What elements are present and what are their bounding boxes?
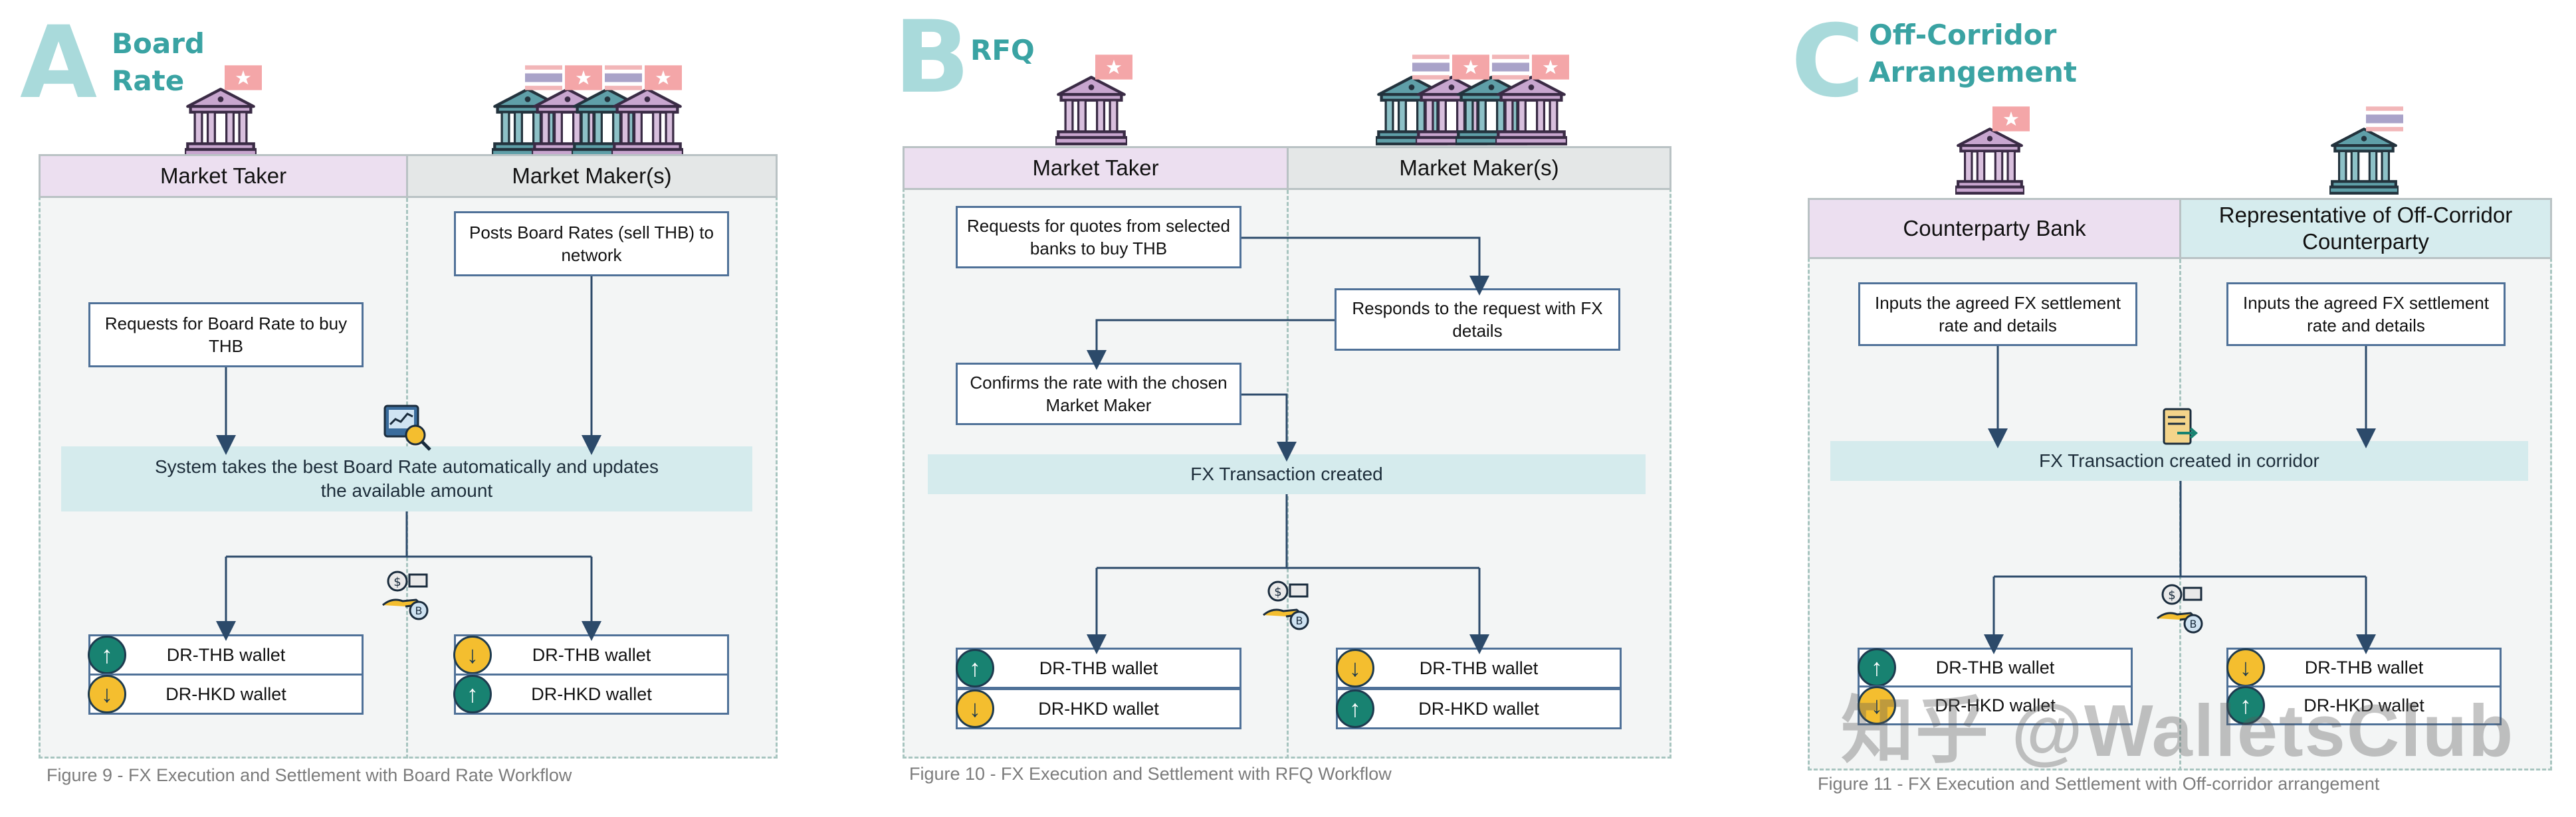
step-request-board-rate: Requests for Board Rate to buy THB (88, 302, 364, 367)
arrow-down-circle-icon: ↓ (1336, 649, 1374, 687)
header-off-corridor-representative: Representative of Off-Corridor Counterpa… (2179, 198, 2552, 259)
panel-title: Board Rate (112, 27, 205, 97)
header-market-makers: Market Maker(s) (406, 154, 778, 198)
arrow-down-circle-icon: ↓ (453, 636, 492, 674)
header-market-taker: Market Taker (39, 154, 408, 198)
arrow-up-circle-icon: ↑ (1336, 689, 1374, 728)
magnifier-analytics-icon (383, 405, 431, 451)
system-band: System takes the best Board Rate automat… (61, 446, 752, 511)
wallet-bank-hkd: DR-HKD wallet (1858, 685, 2133, 725)
arrow-up-circle-icon: ↑ (956, 649, 994, 687)
arrow-up-circle-icon: ↑ (453, 675, 492, 713)
panel-letter: C (1791, 4, 1865, 120)
header-counterparty-bank: Counterparty Bank (1808, 198, 2181, 259)
arrow-up-circle-icon: ↑ (88, 636, 126, 674)
panel-title: RFQ (970, 34, 1035, 66)
arrow-down-circle-icon: ↓ (88, 675, 126, 713)
panel-title: Off-Corridor Arrangement (1869, 19, 2077, 88)
document-exchange-icon (2163, 408, 2199, 445)
svg-text:$: $ (393, 575, 401, 589)
wallet-maker-hkd: DR-HKD wallet (1336, 688, 1622, 729)
hand-coins-settlement-icon: $ B (382, 571, 429, 620)
step-confirm-rate: Confirms the rate with the chosen Market… (956, 363, 1241, 425)
step-respond-fx-details: Responds to the request with FX details (1335, 288, 1620, 351)
hand-coins-settlement-icon: $ B (2157, 584, 2203, 634)
panel-letter: A (20, 5, 98, 121)
panel-letter: B (894, 0, 970, 116)
system-band: FX Transaction created in corridor (1830, 441, 2528, 481)
step-request-quotes: Requests for quotes from selected banks … (956, 206, 1241, 268)
svg-text:B: B (415, 604, 423, 617)
figure-caption: Figure 11 - FX Execution and Settlement … (1818, 774, 2380, 794)
header-market-makers: Market Maker(s) (1287, 146, 1671, 190)
header-market-taker: Market Taker (903, 146, 1289, 190)
step-post-board-rates: Posts Board Rates (sell THB) to network (454, 211, 729, 276)
figure-caption: Figure 10 - FX Execution and Settlement … (909, 764, 1392, 784)
wallet-taker-thb: DR-THB wallet (88, 634, 364, 676)
arrow-down-circle-icon: ↓ (1858, 686, 1896, 725)
arrow-up-circle-icon: ↑ (2226, 686, 2265, 725)
wallet-taker-hkd: DR-HKD wallet (88, 674, 364, 715)
wallet-taker-hkd: DR-HKD wallet (956, 688, 1241, 729)
svg-text:B: B (1296, 614, 1303, 627)
hand-coins-settlement-icon: $ B (1263, 581, 1309, 630)
svg-text:$: $ (2168, 589, 2175, 602)
svg-text:$: $ (1274, 585, 1281, 599)
watermark-text: 知乎 @WalletsClub (1841, 690, 2515, 772)
wallet-representative-hkd: DR-HKD wallet (2226, 685, 2502, 725)
wallet-maker-hkd: DR-HKD wallet (454, 674, 729, 715)
arrow-up-circle-icon: ↑ (1858, 648, 1896, 687)
step-bank-inputs-rate: Inputs the agreed FX settlement rate and… (1858, 282, 2137, 346)
step-representative-inputs-rate: Inputs the agreed FX settlement rate and… (2226, 282, 2506, 346)
arrow-down-circle-icon: ↓ (956, 689, 994, 728)
svg-text:B: B (2190, 618, 2197, 630)
figure-caption: Figure 9 - FX Execution and Settlement w… (47, 765, 572, 785)
